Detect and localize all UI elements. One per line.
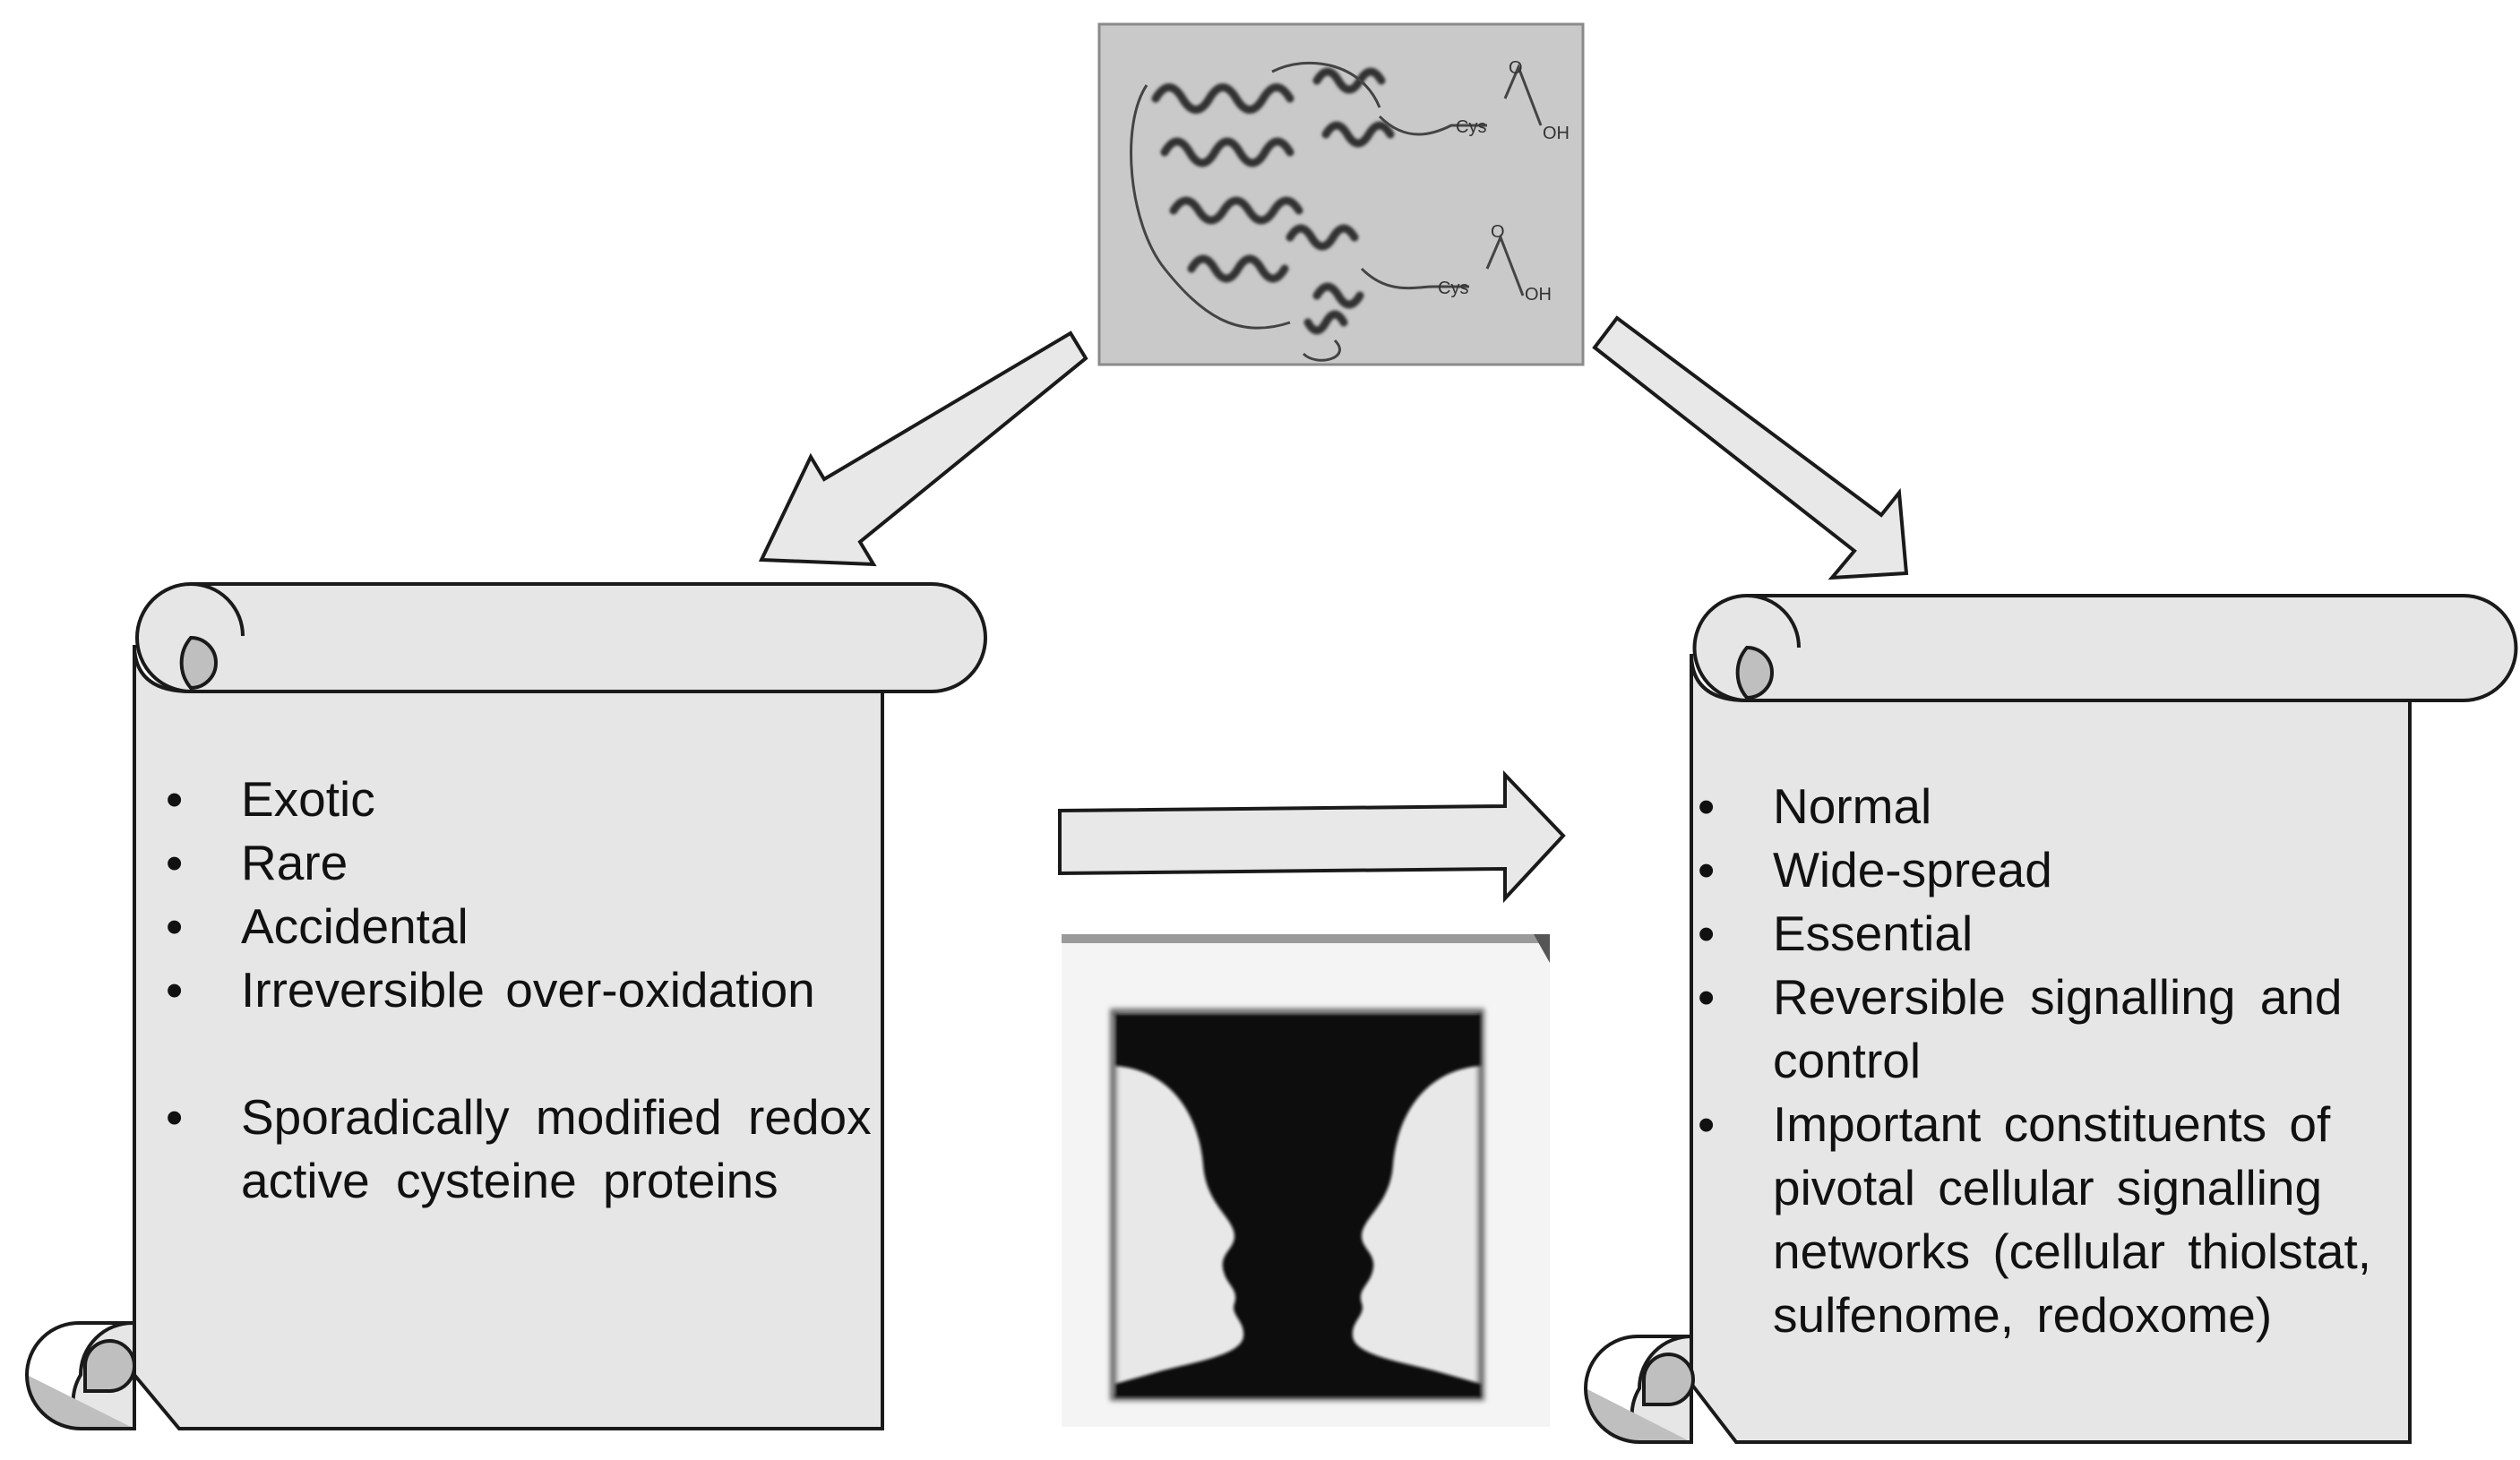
arrow-right	[1058, 770, 1566, 904]
arrow-down-left	[758, 331, 1088, 567]
protein-label-oh-1: OH	[1543, 124, 1570, 143]
list-item: Rare	[166, 831, 882, 895]
list-item: Exotic	[166, 768, 882, 831]
left-scroll-content: Exotic Rare Accidental Irreversible over…	[166, 768, 882, 1213]
list-item: Irreversible over-oxidation	[166, 958, 882, 1022]
list-item: Sporadically modified redox active cyste…	[166, 1086, 882, 1213]
protein-label-o-1: O	[1509, 58, 1523, 78]
left-scroll-list: Exotic Rare Accidental Irreversible over…	[166, 768, 882, 1213]
protein-label-cys-2: Cys	[1438, 279, 1468, 298]
right-scroll-list: Normal Wide-spread Essential Reversible …	[1698, 775, 2396, 1347]
list-item: Normal	[1698, 775, 2396, 838]
list-item: Essential	[1698, 902, 2396, 966]
arrow-down-right	[1592, 315, 1909, 580]
rubin-vase-illusion-image	[1062, 934, 1550, 1427]
protein-structure-image: Cys O OH Cys O OH	[1097, 22, 1585, 366]
list-item: Wide-spread	[1698, 838, 2396, 902]
protein-label-o-2: O	[1491, 222, 1505, 242]
list-item: Accidental	[166, 895, 882, 958]
right-scroll-content: Normal Wide-spread Essential Reversible …	[1698, 775, 2396, 1347]
protein-label-cys-1: Cys	[1456, 117, 1486, 137]
protein-label-oh-2: OH	[1525, 285, 1552, 305]
list-item: Important constituents of pivotal cellul…	[1698, 1093, 2418, 1347]
list-item: Reversible signalling and control	[1698, 966, 2418, 1093]
